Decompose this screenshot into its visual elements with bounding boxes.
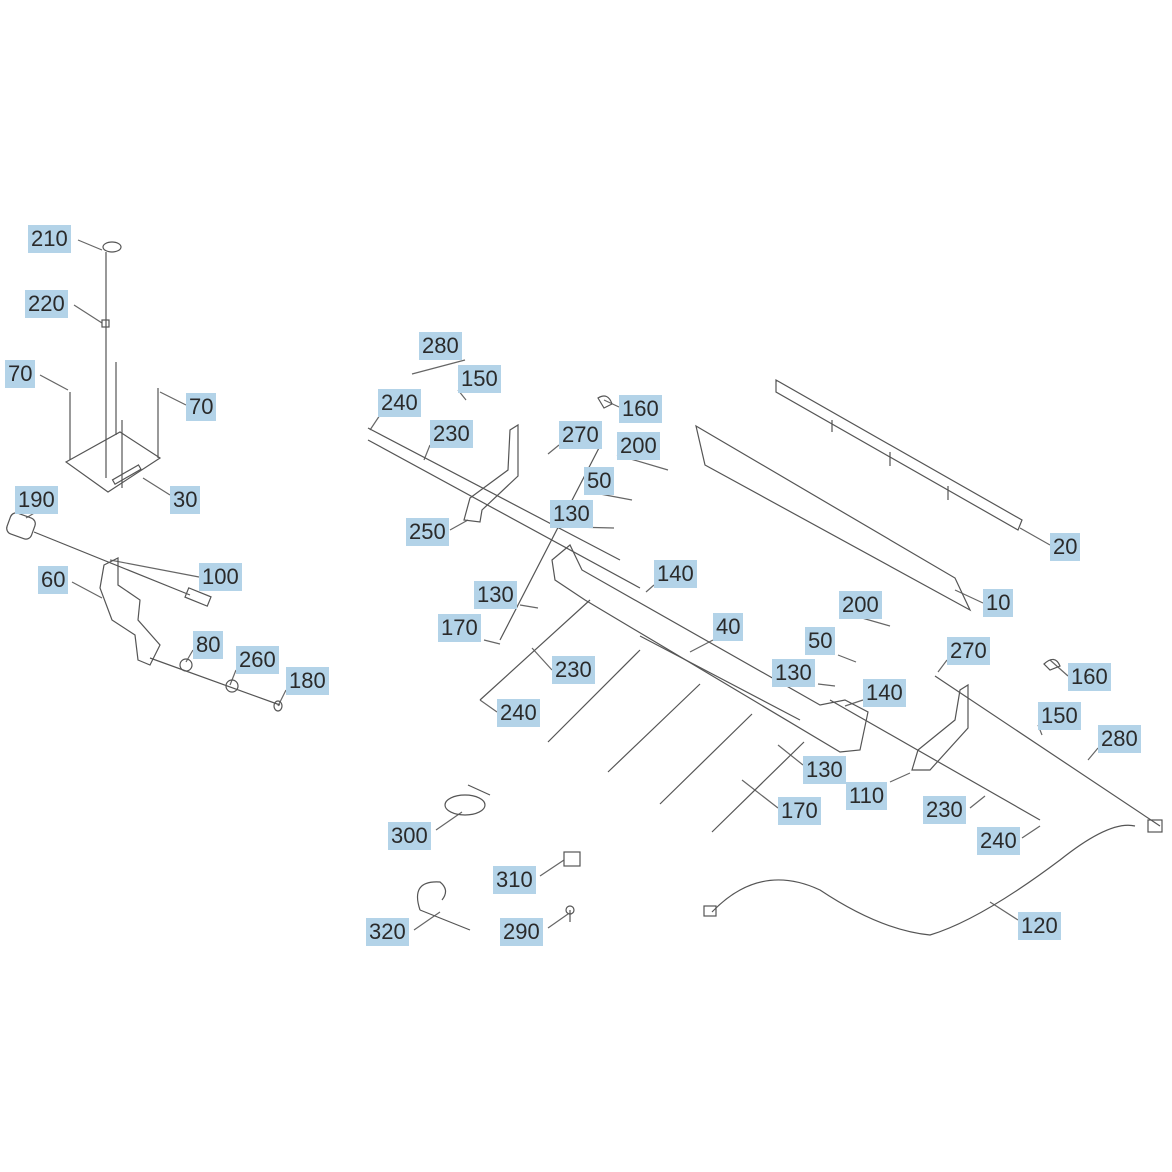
callout-label: 200 [839, 591, 882, 619]
callout-label: 160 [1068, 663, 1111, 691]
callout-label: 320 [366, 918, 409, 946]
base-plate-assembly [64, 241, 162, 493]
callout-label: 50 [584, 467, 615, 495]
callout-label: 240 [977, 827, 1020, 855]
callout-label: 240 [497, 699, 540, 727]
callout-label: 70 [5, 360, 36, 388]
callout-label: 210 [28, 225, 71, 253]
callout-label: 310 [493, 866, 536, 894]
callout-label: 260 [236, 646, 279, 674]
callout-label: 200 [617, 432, 660, 460]
callout-label: 220 [25, 290, 68, 318]
cable-and-small-parts [416, 784, 1163, 936]
callout-label: 140 [654, 560, 697, 588]
callout-label: 110 [846, 782, 888, 810]
callout-label: 230 [552, 656, 595, 684]
lever-assembly [6, 512, 283, 712]
callout-label: 240 [378, 389, 421, 417]
callout-label: 50 [805, 627, 836, 655]
callout-label: 270 [559, 421, 602, 449]
callout-label: 120 [1018, 912, 1061, 940]
main-frame-assembly [367, 378, 1161, 833]
callout-label: 150 [1038, 702, 1081, 730]
callout-label: 180 [286, 667, 329, 695]
callout-label: 60 [38, 566, 69, 594]
callout-label: 170 [438, 614, 481, 642]
callout-label: 170 [778, 797, 821, 825]
callout-label: 40 [713, 613, 744, 641]
callout-label: 130 [772, 659, 815, 687]
callout-label: 140 [863, 679, 906, 707]
callout-label: 80 [193, 631, 224, 659]
callout-label: 130 [803, 756, 846, 784]
callout-label: 270 [947, 637, 990, 665]
callout-label: 280 [1098, 725, 1141, 753]
callout-label: 30 [170, 486, 201, 514]
callout-label: 10 [983, 589, 1014, 617]
callout-label: 250 [406, 518, 449, 546]
callout-label: 70 [186, 393, 217, 421]
callout-label: 190 [15, 486, 58, 514]
callout-label: 280 [419, 332, 462, 360]
callout-label: 160 [619, 395, 662, 423]
callout-label: 130 [550, 500, 593, 528]
callout-label: 20 [1050, 533, 1081, 561]
callout-label: 300 [388, 822, 431, 850]
callout-label: 230 [430, 420, 473, 448]
callout-label: 100 [199, 563, 242, 591]
callout-label: 130 [474, 581, 517, 609]
callout-label: 230 [923, 796, 966, 824]
callout-label: 290 [500, 918, 543, 946]
callout-label: 150 [458, 365, 501, 393]
